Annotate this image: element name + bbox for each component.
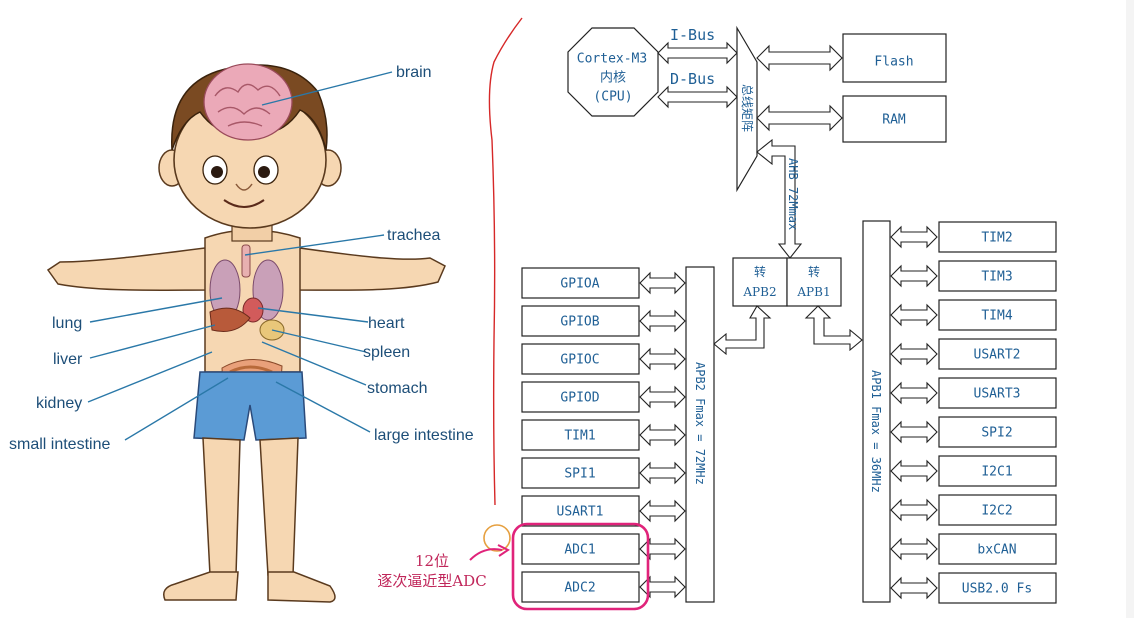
periph-spi2-label: SPI2 (981, 426, 1012, 441)
annotation-arrowhead (497, 544, 510, 557)
label-liver: liver (53, 351, 83, 368)
periph-tim2-label: TIM2 (981, 231, 1012, 246)
label-large-intestine: large intestine (374, 427, 474, 444)
anatomy-labels: brain trachea lung heart liver spleen ki… (9, 64, 474, 453)
flash-label: Flash (874, 55, 913, 70)
periph-spi2: SPI2 (890, 416, 1057, 448)
bridge-apb2-line1: 转 (754, 264, 766, 279)
label-trachea: trachea (387, 227, 440, 244)
periph-bxcan-label: bxCAN (977, 543, 1016, 558)
periph-i2c2-label: I2C2 (981, 504, 1012, 519)
periph-bxcan: bxCAN (890, 533, 1057, 565)
periph-tim1-label: TIM1 (564, 429, 595, 444)
apb1-peripherals: TIM2 TIM3 TIM4 USART2 USART3 (890, 221, 1057, 604)
flash-block (842, 33, 947, 83)
hand-drawn-divider (488, 17, 523, 506)
periph-usart3-label: USART3 (974, 387, 1021, 402)
matrix-ram-arrow (756, 104, 843, 132)
annotation-line1: 12位 (415, 552, 449, 570)
periph-usb: USB2.0 Fs (890, 572, 1057, 604)
bus-matrix-label: 总线矩阵 (740, 84, 754, 132)
label-spleen: spleen (363, 344, 410, 361)
periph-usart1-label: USART1 (557, 505, 604, 520)
apb1-bus-bar (862, 220, 891, 603)
bridges: 转 APB2 转 APB1 (732, 257, 842, 307)
bridge-apb1-line2: APB1 (796, 285, 830, 299)
periph-gpiod-label: GPIOD (560, 391, 599, 406)
dbus-label: D-Bus (670, 70, 715, 88)
adc-highlight-box (511, 522, 650, 611)
label-small-intestine: small intestine (9, 436, 110, 453)
cpu-label-line1: Cortex-M3 (577, 52, 647, 67)
label-stomach: stomach (367, 380, 427, 397)
periph-gpiod: GPIOD (521, 381, 686, 413)
label-heart: heart (368, 315, 405, 332)
periph-usart3: USART3 (890, 377, 1057, 409)
label-brain: brain (396, 64, 432, 81)
periph-gpiob-label: GPIOB (560, 315, 599, 330)
periph-usart2: USART2 (890, 338, 1057, 370)
periph-tim4: TIM4 (890, 299, 1057, 331)
periph-i2c2: I2C2 (890, 494, 1057, 526)
matrix-flash-arrow (756, 44, 843, 72)
bus-matrix-block: 总线矩阵 (736, 25, 758, 193)
bridge-apb2-block (732, 257, 788, 307)
adc-annotation: 12位 逐次逼近型ADC (377, 522, 650, 611)
mcu-block-diagram: Cortex-M3 内核 (CPU) I-Bus D-Bus 总线矩阵 Flas… (521, 25, 1057, 604)
apb1-bus-label: APB1 Fmax = 36MHz (869, 370, 883, 493)
apb2-bus-label: APB2 Fmax = 72MHz (693, 362, 707, 485)
leader-lines (87, 71, 393, 441)
periph-usb-label: USB2.0 Fs (962, 582, 1032, 597)
annotation-line2: 逐次逼近型ADC (377, 572, 486, 590)
periph-tim3-label: TIM3 (981, 270, 1012, 285)
periph-usart2-label: USART2 (974, 348, 1021, 363)
periph-adc2: ADC2 (521, 571, 686, 603)
ram-label: RAM (882, 113, 906, 128)
periph-tim3: TIM3 (890, 260, 1057, 292)
cpu-label-line3: (CPU) (593, 90, 632, 105)
label-lung: lung (52, 315, 82, 332)
periph-i2c1: I2C1 (890, 455, 1057, 487)
ahb-label: AHB 72Mmax (786, 158, 800, 230)
periph-adc2-label: ADC2 (564, 581, 595, 596)
label-kidney: kidney (36, 395, 82, 412)
child-anatomy-illustration (46, 63, 446, 603)
cpu-block: Cortex-M3 内核 (CPU) (567, 27, 659, 117)
periph-spi1: SPI1 (521, 457, 686, 489)
ram-block (842, 95, 947, 143)
bridge-apb1-line1: 转 (808, 264, 820, 279)
periph-tim1: TIM1 (521, 419, 686, 451)
cursor-ring (483, 524, 511, 552)
periph-tim2: TIM2 (890, 221, 1057, 253)
periph-adc1-label: ADC1 (564, 543, 595, 558)
periph-i2c1-label: I2C1 (981, 465, 1012, 480)
bridge-apb1-block (786, 257, 842, 307)
periph-spi1-label: SPI1 (564, 467, 595, 482)
apb2-bus-bar (685, 266, 715, 603)
periph-usart1: USART1 (521, 495, 686, 527)
periph-tim4-label: TIM4 (981, 309, 1012, 324)
right-edge-strip (1126, 0, 1134, 618)
bridge-apb2-line2: APB2 (742, 285, 776, 299)
periph-gpioc-label: GPIOC (560, 353, 599, 368)
apb1-bridge-arrow (804, 305, 863, 352)
apb2-peripherals: GPIOA GPIOB GPIOC GPIOD TIM1 (521, 267, 686, 603)
periph-adc1: ADC1 (521, 533, 686, 565)
apb2-bridge-arrow (713, 305, 772, 356)
ahb-arrow: AHB 72Mmax (756, 138, 803, 259)
ibus-arrow: I-Bus (657, 26, 738, 65)
periph-gpioa-label: GPIOA (560, 277, 599, 292)
cpu-label-line2: 内核 (600, 70, 626, 86)
periph-gpioc: GPIOC (521, 343, 686, 375)
ibus-label: I-Bus (670, 26, 715, 44)
dbus-arrow: D-Bus (657, 70, 738, 109)
periph-gpiob: GPIOB (521, 305, 686, 337)
periph-gpioa: GPIOA (521, 267, 686, 299)
annotation-arrow (469, 548, 503, 561)
